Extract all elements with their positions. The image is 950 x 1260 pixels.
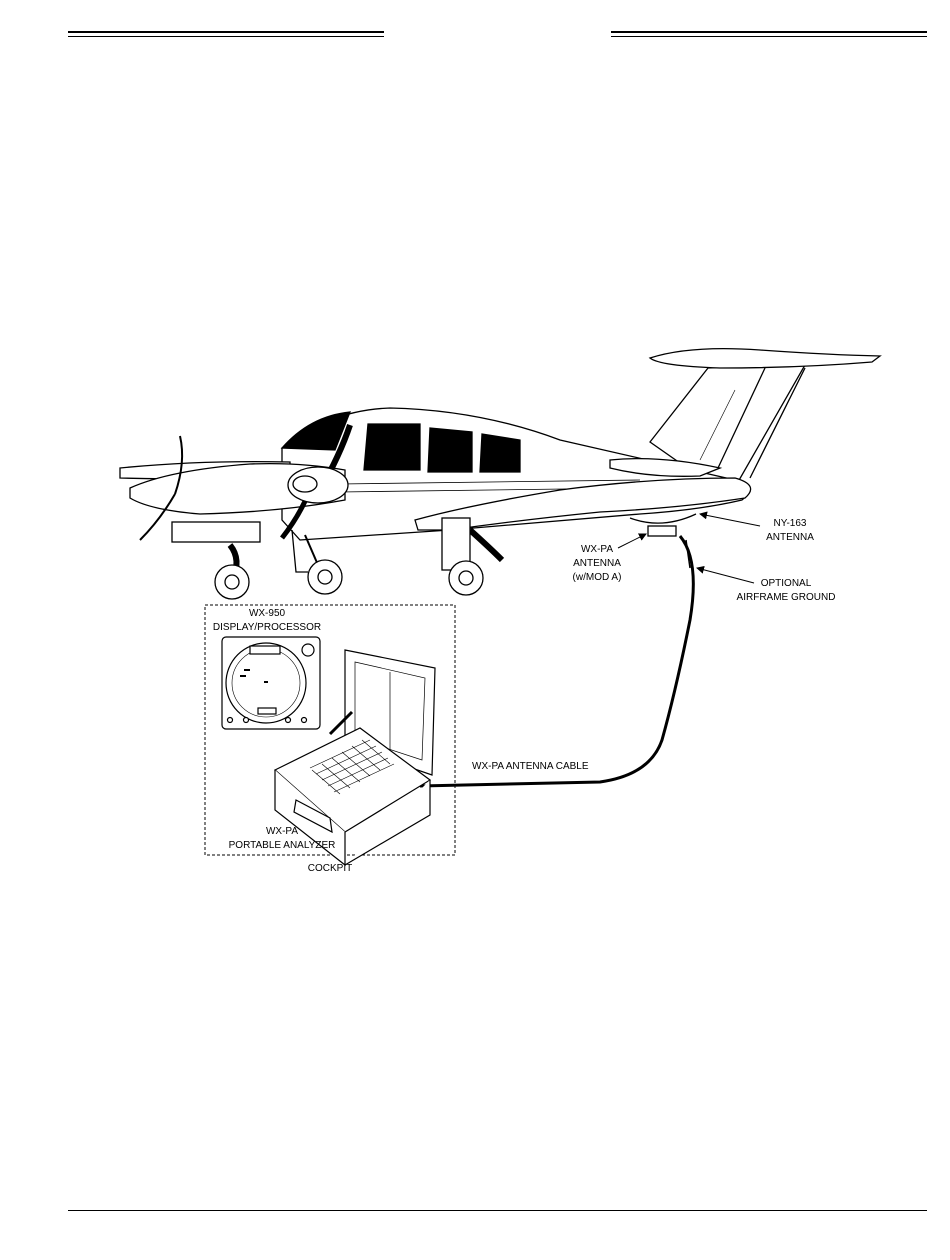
- callout-optional-ground: OPTIONAL AIRFRAME GROUND: [737, 578, 836, 603]
- callout-ny163: NY-163 ANTENNA: [766, 518, 814, 543]
- wxpa-antenna-line3: (w/MOD A): [573, 572, 622, 583]
- wx950-line1: WX-950: [249, 608, 286, 619]
- analyzer-line1: WX-PA: [266, 826, 298, 837]
- callout-wx950: WX-950 DISPLAY/PROCESSOR: [213, 608, 321, 633]
- wxpa-antenna-line2: ANTENNA: [573, 558, 621, 569]
- callout-wxpa-antenna: WX-PA ANTENNA (w/MOD A): [573, 544, 622, 583]
- ground-line1: OPTIONAL: [761, 578, 812, 589]
- leader-ny163: [700, 514, 760, 526]
- leader-wxpa-antenna: [618, 534, 646, 548]
- wx950-display-icon: [222, 637, 320, 729]
- ny163-line1: NY-163: [774, 518, 807, 529]
- ground-line2: AIRFRAME GROUND: [737, 592, 836, 603]
- cockpit-label: COCKPIT: [308, 863, 352, 874]
- leader-ground: [697, 568, 754, 583]
- wx950-line2: DISPLAY/PROCESSOR: [213, 622, 321, 633]
- wxpa-antenna-line1: WX-PA: [581, 544, 613, 555]
- analyzer-line2: PORTABLE ANALYZER: [229, 840, 336, 851]
- ny163-line2: ANTENNA: [766, 532, 814, 543]
- antenna-cable-label: WX-PA ANTENNA CABLE: [472, 761, 589, 772]
- airplane-illustration: [120, 349, 880, 599]
